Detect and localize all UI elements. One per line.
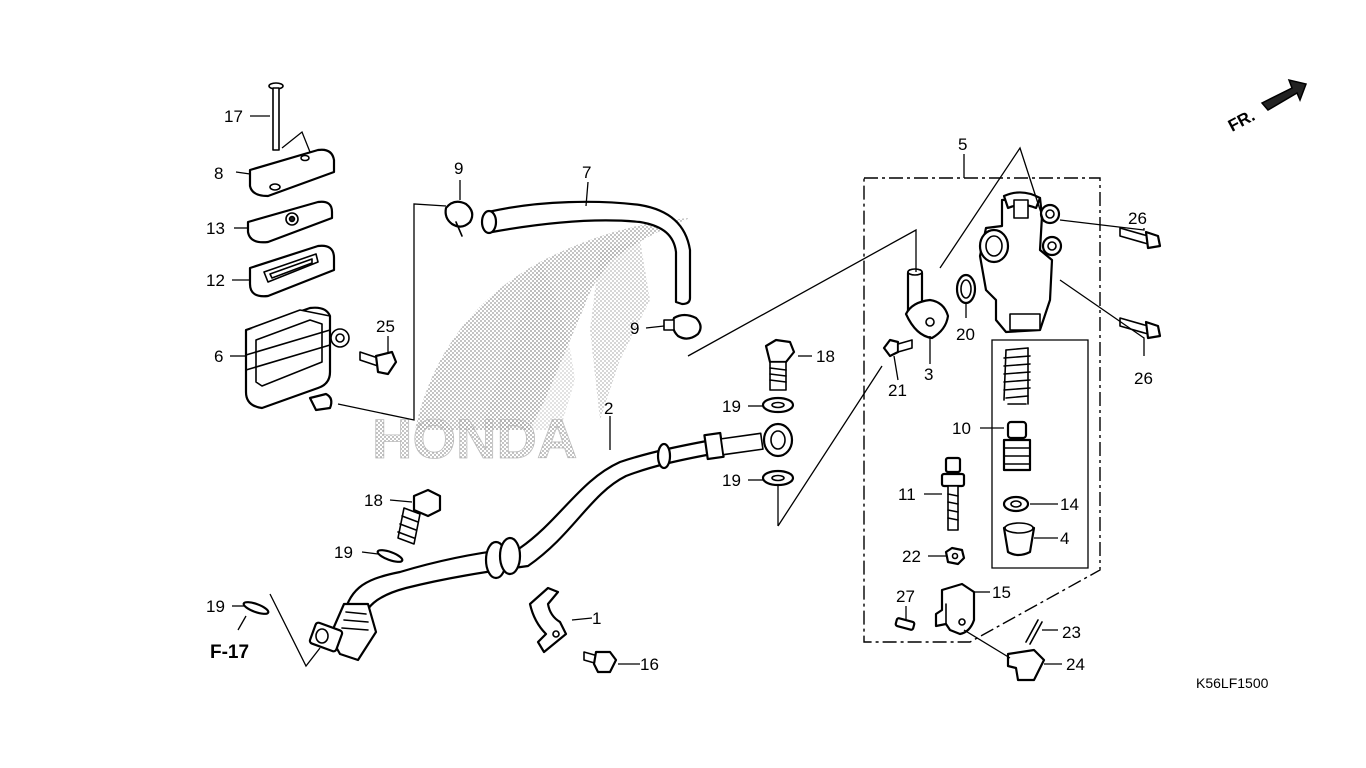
part-13-diaphragm-plate (246, 200, 334, 244)
part-2-brake-hose (308, 422, 794, 662)
part-12-diaphragm (248, 244, 336, 298)
callout-24: 24 (1066, 655, 1085, 674)
diagram-code: K56LF1500 (1196, 675, 1269, 691)
callout-7: 7 (582, 163, 591, 182)
callout-5: 5 (958, 135, 967, 154)
callout-19-lower-a: 19 (334, 543, 353, 562)
part-24-clip (1006, 648, 1046, 682)
part-17-screw (268, 82, 284, 151)
callout-19-upper-b: 19 (722, 471, 741, 490)
part-26-bolt-lower (1119, 317, 1162, 340)
part-3-hose-joint (904, 268, 950, 340)
part-22-nut (944, 546, 966, 566)
callout-10: 10 (952, 419, 971, 438)
callout-18-lower: 18 (364, 491, 383, 510)
callout-3: 3 (924, 365, 933, 384)
part-15-rod-joint (934, 582, 976, 636)
callout-16: 16 (640, 655, 659, 674)
callout-23: 23 (1062, 623, 1081, 642)
part-8-reservoir-cap (248, 148, 336, 198)
callout-2: 2 (604, 399, 613, 418)
callout-13: 13 (206, 219, 225, 238)
part-4-boot (1002, 522, 1036, 557)
reference-f17: F-17 (210, 642, 249, 663)
callout-8: 8 (214, 164, 223, 183)
front-indicator-label: FR. (1225, 106, 1258, 136)
part-20-o-ring (955, 273, 977, 305)
callout-20: 20 (956, 325, 975, 344)
assembly-5-boundary (863, 177, 1101, 643)
part-19-washer-upper-a (761, 396, 795, 414)
callout-12: 12 (206, 271, 225, 290)
part-27-pin (894, 617, 916, 631)
part-19-washer-lower-a (376, 549, 404, 563)
part-11-push-rod (940, 456, 966, 531)
callout-9-upper: 9 (454, 159, 463, 178)
callout-25: 25 (376, 317, 395, 336)
part-23-cotter-pin (1025, 619, 1043, 645)
part-14-circlip (1002, 495, 1030, 513)
master-cylinder-body (978, 191, 1063, 334)
part-18-banjo-bolt-upper (764, 338, 796, 391)
callout-19-upper-a: 19 (722, 397, 741, 416)
callout-27: 27 (896, 587, 915, 606)
part-9-hose-clip-upper (444, 200, 474, 237)
part-21-screw (882, 338, 913, 358)
callout-15: 15 (992, 583, 1011, 602)
part-6-reservoir-body (244, 306, 350, 412)
part-7-reservoir-hose (480, 200, 692, 306)
callout-6: 6 (214, 347, 223, 366)
honda-watermark-text: HONDA (372, 407, 577, 470)
part-16-bolt (583, 650, 618, 674)
part-9-hose-clip-lower (663, 313, 702, 340)
callout-26-lower: 26 (1134, 369, 1153, 388)
part-19-washer-lower-b (242, 601, 270, 615)
front-arrow-icon (1260, 78, 1308, 111)
part-1-hose-clamp (528, 586, 568, 654)
callout-21: 21 (888, 381, 907, 400)
leader-lines (230, 115, 1145, 668)
callout-14: 14 (1060, 495, 1079, 514)
callout-17: 17 (224, 107, 243, 126)
part-26-bolt-upper (1119, 227, 1162, 250)
callout-9-lower: 9 (630, 319, 639, 338)
callout-1: 1 (592, 609, 601, 628)
callout-4: 4 (1060, 529, 1069, 548)
piston-set-bracket (991, 339, 1089, 569)
callout-19-lower-b: 19 (206, 597, 225, 616)
part-25-bolt (359, 350, 398, 376)
callout-11: 11 (898, 485, 916, 504)
callout-18-upper: 18 (816, 347, 835, 366)
part-10-spring (1003, 347, 1031, 405)
part-19-washer-upper-b (761, 469, 795, 487)
part-18-banjo-bolt-lower (397, 488, 442, 545)
part-10-piston (1002, 420, 1032, 472)
callout-22: 22 (902, 547, 921, 566)
callout-26-upper: 26 (1128, 209, 1147, 228)
honda-wing-watermark (415, 218, 690, 430)
